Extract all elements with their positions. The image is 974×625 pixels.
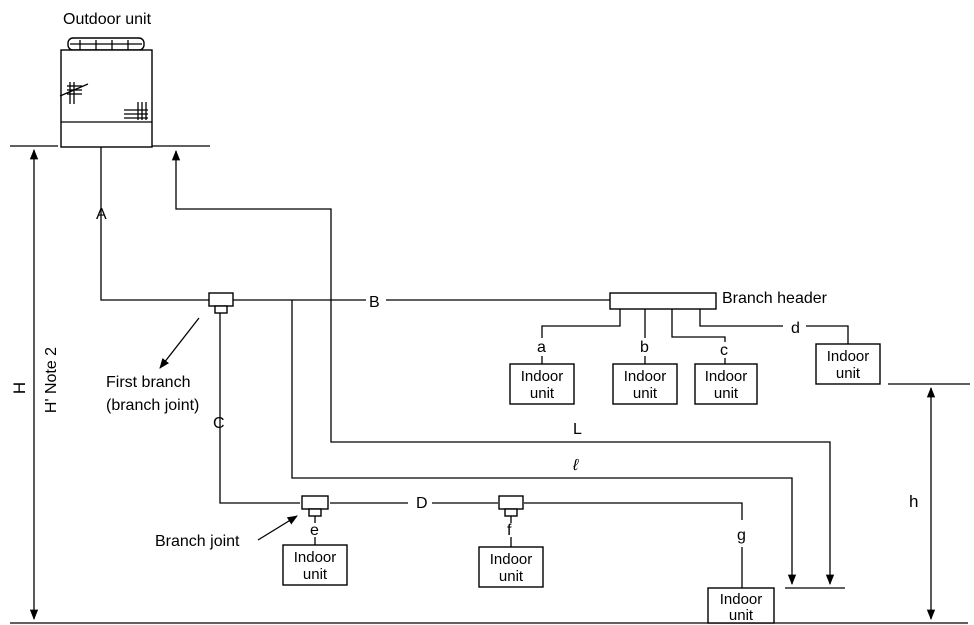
branch-g-label: g (737, 527, 746, 544)
indoor-unit-f: Indoor unit (478, 546, 544, 588)
branch-joint-label: Branch joint (155, 533, 240, 550)
first-branch-joint-icon (208, 292, 234, 314)
pipe-a (541, 309, 621, 338)
pipe-B-label: B (369, 294, 380, 311)
branch-a-label: a (537, 339, 546, 356)
pipe-d-right (806, 325, 849, 344)
indoor-unit-e-line2: unit (303, 566, 328, 583)
indoor-unit-a-line2: unit (530, 385, 555, 402)
pipe-d-left (699, 309, 783, 327)
first-branch-label: First branch (106, 374, 190, 391)
indoor-unit-g-line1: Indoor (720, 591, 763, 608)
branch-f-label: f (507, 522, 512, 539)
outdoor-unit-icon (59, 37, 153, 148)
pipe-D-label: D (416, 495, 428, 512)
indoor-unit-f-line2: unit (499, 568, 524, 585)
indoor-unit-f-line1: Indoor (490, 551, 533, 568)
indoor-unit-a-line1: Indoor (521, 368, 564, 385)
indoor-unit-c-line2: unit (714, 385, 739, 402)
indoor-unit-b: Indoor unit (612, 363, 678, 405)
length-l-label: ℓ (572, 457, 579, 474)
dimension-H-label: H (10, 382, 29, 394)
indoor-unit-d-line1: Indoor (827, 348, 870, 365)
first-branch-pointer (159, 317, 200, 369)
pipe-A-label: A (96, 206, 107, 223)
dimension-h-label: h (909, 492, 918, 511)
pipe-C (219, 313, 300, 504)
indoor-unit-c: Indoor unit (694, 363, 758, 405)
indoor-unit-g: Indoor unit (707, 587, 775, 624)
pipe-D-right (524, 502, 743, 520)
branch-header-icon (609, 292, 717, 310)
indoor-unit-c-line1: Indoor (705, 368, 748, 385)
length-L-line (171, 149, 835, 586)
indoor-unit-e-line1: Indoor (294, 549, 337, 566)
pipe-C-label: C (213, 415, 225, 432)
indoor-unit-g-line2: unit (729, 607, 754, 624)
indoor-unit-b-line1: Indoor (624, 368, 667, 385)
indoor-unit-d: Indoor unit (815, 343, 881, 385)
indoor-unit-d-line2: unit (836, 365, 861, 382)
length-L-label: L (573, 421, 582, 438)
branch-b-label: b (640, 339, 649, 356)
branch-c-label: c (720, 342, 728, 359)
branch-joint-f-icon (498, 495, 524, 517)
first-branch-sublabel: (branch joint) (106, 397, 199, 414)
branch-joint-e-icon (301, 495, 329, 517)
dimension-H-prime-label: H' Note 2 (43, 347, 60, 413)
branch-joint-pointer (257, 515, 298, 541)
indoor-unit-a: Indoor unit (509, 363, 575, 405)
indoor-unit-b-line2: unit (633, 385, 658, 402)
branch-header-label: Branch header (722, 290, 828, 307)
pipe-A (100, 147, 210, 301)
indoor-unit-e: Indoor unit (282, 544, 348, 586)
outdoor-unit-label: Outdoor unit (63, 11, 152, 28)
branch-d-label: d (791, 320, 800, 337)
length-l-line (291, 300, 797, 586)
branch-e-label: e (310, 522, 319, 539)
